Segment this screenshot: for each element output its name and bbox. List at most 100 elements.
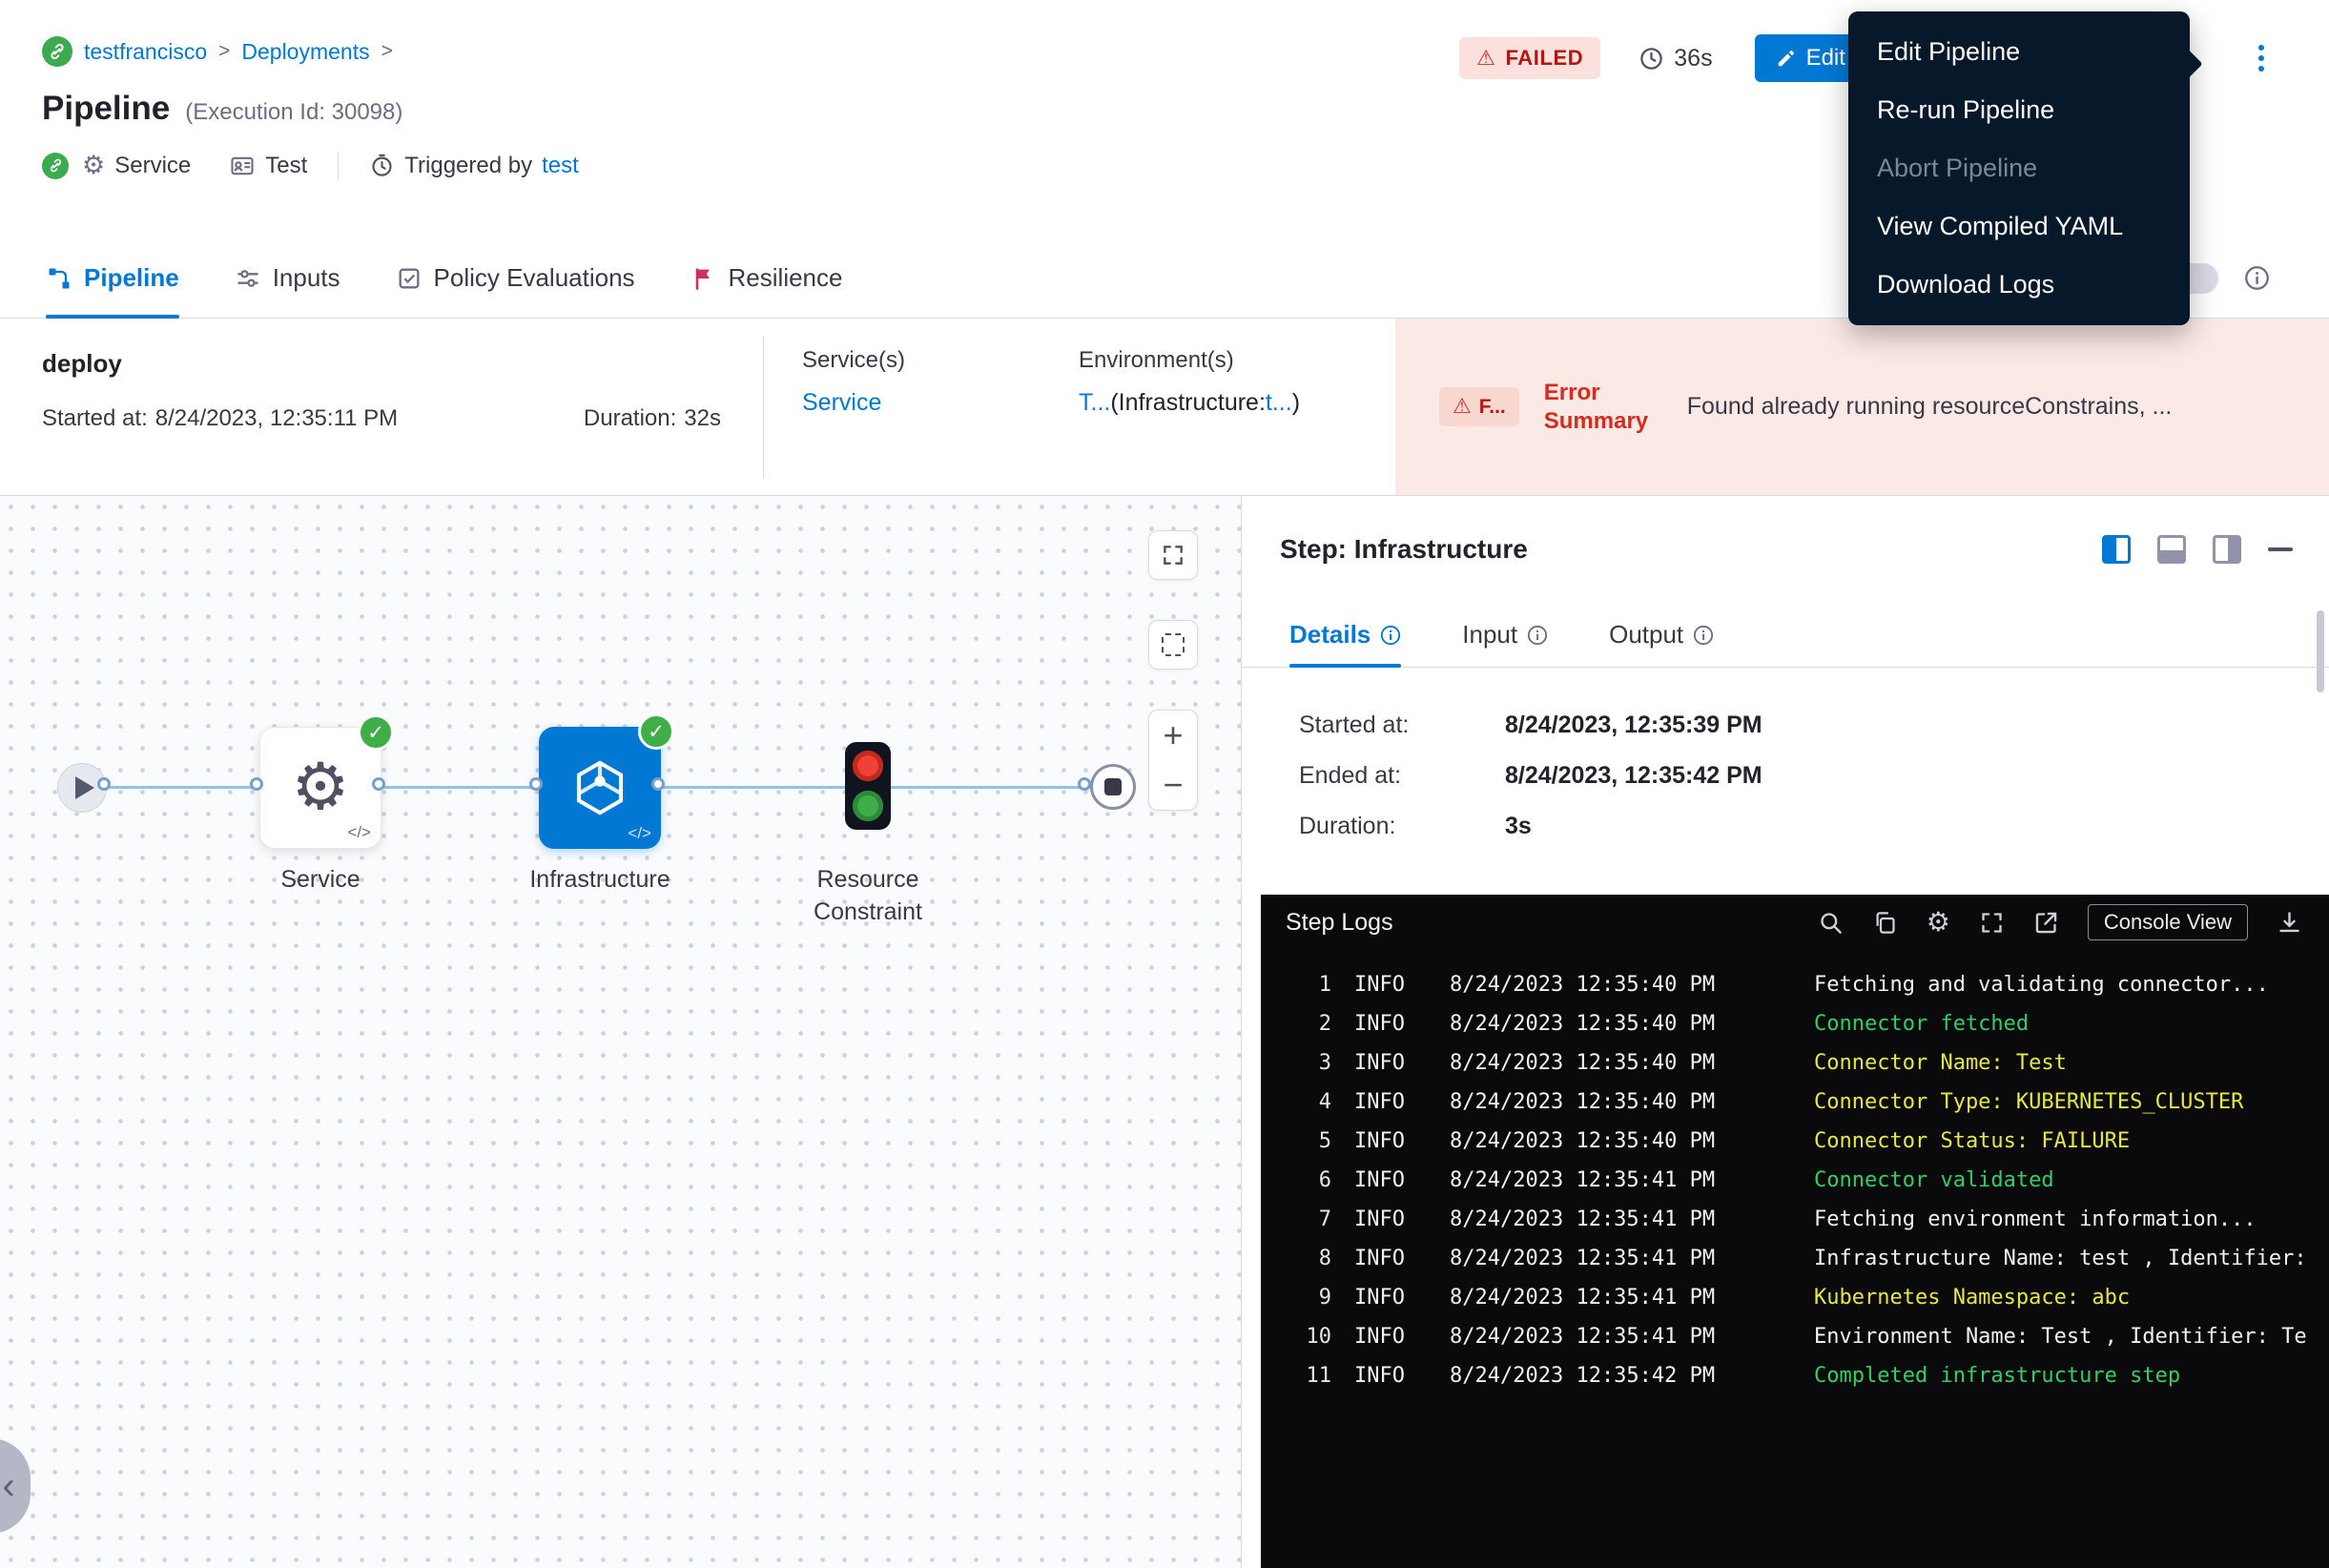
error-summary-label: Error Summary <box>1544 379 1662 436</box>
tab-pipeline-label: Pipeline <box>84 263 179 293</box>
service-tag[interactable]: ⚙ Service <box>82 151 191 180</box>
menu-item-edit-pipeline[interactable]: Edit Pipeline <box>1848 23 2190 81</box>
edge-service-infrastructure <box>381 786 539 789</box>
menu-item-view-compiled-yaml[interactable]: View Compiled YAML <box>1848 197 2190 256</box>
checkbox-check-icon <box>396 265 423 292</box>
log-timestamp: 8/24/2023 12:35:41 PM <box>1450 1239 1814 1278</box>
tab-inputs[interactable]: Inputs <box>235 238 340 318</box>
log-line: 3 INFO 8/24/2023 12:35:40 PM Connector N… <box>1261 1043 2329 1083</box>
log-line: 4 INFO 8/24/2023 12:35:40 PM Connector T… <box>1261 1083 2329 1122</box>
log-copy-button[interactable] <box>1872 910 1898 936</box>
log-line: 10 INFO 8/24/2023 12:35:41 PM Environmen… <box>1261 1317 2329 1356</box>
log-open-new-tab-button[interactable] <box>2033 910 2059 936</box>
detail-started-at: Started at: 8/24/2023, 12:35:39 PM <box>1299 712 2329 739</box>
service-step-node[interactable]: ⚙ ✓ </> <box>259 727 381 849</box>
log-settings-button[interactable]: ⚙ <box>1927 909 1950 936</box>
log-timestamp: 8/24/2023 12:35:40 PM <box>1450 965 1814 1004</box>
console-view-button[interactable]: Console View <box>2088 904 2248 940</box>
step-logs-header: Step Logs ⚙ <box>1261 895 2329 950</box>
log-line: 1 INFO 8/24/2023 12:35:40 PM Fetching an… <box>1261 965 2329 1004</box>
breadcrumb-deployments-link[interactable]: Deployments <box>241 39 369 65</box>
tab-details[interactable]: Details <box>1289 603 1401 667</box>
resource-constraint-node[interactable] <box>845 742 891 830</box>
canvas-select-button[interactable] <box>1148 620 1198 670</box>
code-template-badge: </> <box>347 823 371 842</box>
step-panel-title: Step: Infrastructure <box>1280 534 1528 565</box>
breadcrumb-separator: > <box>218 40 230 63</box>
inputs-icon <box>235 265 261 292</box>
tab-policy-evaluations-label: Policy Evaluations <box>434 263 635 293</box>
log-line-number: 5 <box>1261 1122 1331 1161</box>
resource-constraint-node-label: Resource Constraint <box>763 864 973 929</box>
detail-value: 3s <box>1505 813 1532 840</box>
connector-dot <box>372 777 385 791</box>
triggered-by-label: Triggered by <box>404 153 532 179</box>
log-download-button[interactable] <box>2277 910 2302 936</box>
external-link-icon <box>2033 910 2059 936</box>
panel-scrollbar[interactable] <box>2317 610 2324 692</box>
layout-right-view-icon[interactable] <box>2213 535 2241 564</box>
tab-input[interactable]: Input <box>1462 603 1548 667</box>
stop-icon <box>1104 778 1122 795</box>
environment-link[interactable]: T... <box>1079 389 1110 416</box>
log-timestamp: 8/24/2023 12:35:42 PM <box>1450 1356 1814 1395</box>
log-message: Connector validated <box>1814 1161 2329 1200</box>
gear-icon: ⚙ <box>82 151 105 180</box>
tab-resilience[interactable]: Resilience <box>690 238 843 318</box>
infrastructure-step-node[interactable]: ✓ </> <box>539 727 661 849</box>
more-options-kebab-icon[interactable] <box>2255 41 2268 75</box>
log-level: INFO <box>1354 1161 1450 1200</box>
log-level: INFO <box>1354 1317 1450 1356</box>
services-label: Service(s) <box>802 347 1041 374</box>
page-title: Pipeline <box>42 90 170 128</box>
info-icon <box>2244 265 2270 291</box>
step-logs-toolbar: ⚙ Console View <box>1818 904 2302 940</box>
log-line-number: 8 <box>1261 1239 1331 1278</box>
id-card-icon <box>229 153 256 179</box>
tab-policy-evaluations[interactable]: Policy Evaluations <box>396 238 635 318</box>
success-check-icon: ✓ <box>358 714 394 751</box>
log-search-button[interactable] <box>1818 910 1844 936</box>
environment-infra-suffix: ) <box>1292 389 1300 416</box>
log-level: INFO <box>1354 1200 1450 1239</box>
triggered-by-user-link[interactable]: test <box>542 153 579 179</box>
menu-item-abort-pipeline: Abort Pipeline <box>1848 139 2190 197</box>
environments-label: Environment(s) <box>1079 347 1395 374</box>
stage-name: deploy <box>42 349 721 379</box>
play-icon <box>75 776 94 799</box>
layout-bottom-view-icon[interactable] <box>2157 535 2186 564</box>
environment-tag[interactable]: Test <box>229 153 307 179</box>
zoom-out-button[interactable]: − <box>1149 760 1197 810</box>
pipeline-canvas[interactable]: ⚙ ✓ </> Service ✓ </> Infrastructure Res… <box>0 496 1242 1568</box>
zoom-in-button[interactable]: + <box>1149 711 1197 760</box>
log-timestamp: 8/24/2023 12:35:40 PM <box>1450 1043 1814 1083</box>
canvas-fullscreen-button[interactable] <box>1148 530 1198 580</box>
code-template-badge: </> <box>628 824 651 843</box>
tab-output[interactable]: Output <box>1609 603 1714 667</box>
detail-label: Started at: <box>1299 712 1505 739</box>
gear-icon: ⚙ <box>292 755 350 820</box>
log-level: INFO <box>1354 1239 1450 1278</box>
environment-infra-prefix: (Infrastructure: <box>1110 389 1266 416</box>
breadcrumb-project-link[interactable]: testfrancisco <box>84 39 207 65</box>
info-icon[interactable] <box>2244 265 2270 291</box>
log-level: INFO <box>1354 965 1450 1004</box>
menu-item-download-logs[interactable]: Download Logs <box>1848 256 2190 314</box>
minimize-panel-icon[interactable] <box>2268 547 2293 551</box>
service-link[interactable]: Service <box>802 389 881 416</box>
log-fullscreen-button[interactable] <box>1979 910 2005 936</box>
log-lines[interactable]: 1 INFO 8/24/2023 12:35:40 PM Fetching an… <box>1261 950 2329 1395</box>
end-node[interactable] <box>1090 764 1136 810</box>
step-logs-panel: Step Logs ⚙ <box>1261 895 2329 1568</box>
chevron-left-icon: ‹ <box>2 1467 14 1505</box>
download-icon <box>2277 910 2302 936</box>
layout-split-view-icon[interactable] <box>2102 535 2131 564</box>
stage-duration: Duration: 32s <box>584 405 721 432</box>
infrastructure-link[interactable]: t... <box>1266 389 1292 416</box>
error-summary-message: Found already running resourceConstrains… <box>1687 393 2300 421</box>
connector-dot <box>1078 777 1091 791</box>
tab-pipeline[interactable]: Pipeline <box>46 238 179 318</box>
connector-dot <box>250 777 263 791</box>
menu-item-rerun-pipeline[interactable]: Re-run Pipeline <box>1848 81 2190 139</box>
execution-id: (Execution Id: 30098) <box>185 99 402 126</box>
